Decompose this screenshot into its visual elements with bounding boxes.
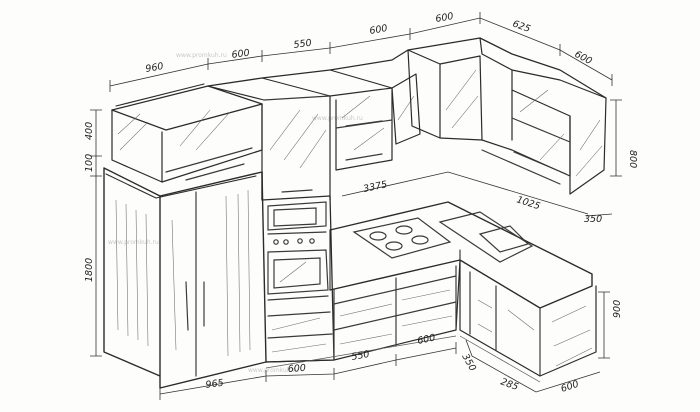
dim-bottom-550: 550 — [351, 349, 371, 363]
dim-corner-900: 900 — [612, 300, 623, 318]
dimension-lines — [90, 12, 622, 400]
watermark-4: www.promkuh.ru — [248, 367, 299, 374]
dim-top-600-b: 600 — [369, 23, 389, 37]
dim-counter-3375: 3375 — [362, 179, 388, 195]
dim-top-550: 550 — [293, 38, 312, 51]
dim-bottom-965: 965 — [205, 378, 224, 391]
dim-bottom-600-c: 600 — [560, 379, 581, 395]
base-cabinets — [265, 201, 597, 383]
dim-left-400: 400 — [84, 122, 95, 140]
dim-left-1800: 1800 — [84, 258, 95, 282]
watermarks: www.promkuh.ru www.promkuh.ru www.promku… — [108, 52, 363, 374]
dim-top-600-a: 600 — [231, 48, 250, 61]
dim-top-600-c: 600 — [435, 11, 455, 25]
dim-top-600-d: 600 — [573, 49, 594, 67]
upper-cabinets — [111, 37, 607, 201]
dim-counter-1025: 1025 — [515, 194, 541, 212]
dim-bottom-350: 350 — [459, 352, 478, 373]
watermark-2: www.promkuh.ru — [312, 115, 363, 122]
watermark-1: www.promkuh.ru — [176, 52, 227, 59]
dim-counter-350: 350 — [584, 214, 602, 225]
dim-bottom-600-b: 600 — [416, 332, 436, 347]
dim-bottom-285: 285 — [499, 376, 520, 393]
tall-units — [103, 167, 335, 389]
watermark-3: www.promkuh.ru — [108, 239, 159, 246]
dimension-labels: 960 600 550 600 600 625 600 400 100 1800… — [84, 11, 638, 395]
dim-top-625: 625 — [511, 18, 532, 35]
dim-top-960: 960 — [145, 61, 165, 75]
dim-bottom-600-a: 600 — [287, 363, 306, 375]
dim-left-100: 100 — [84, 154, 95, 172]
dim-right-800: 800 — [627, 150, 638, 168]
